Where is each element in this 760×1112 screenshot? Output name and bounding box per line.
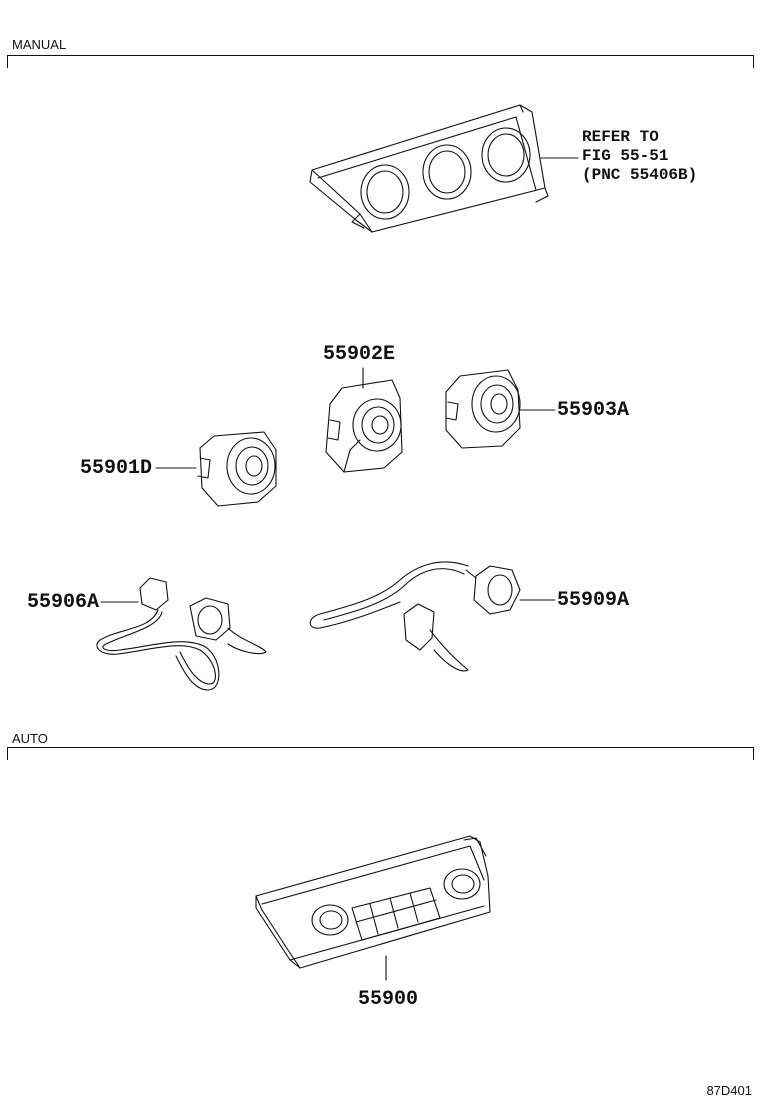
reference-line-2: FIG 55-51 xyxy=(582,147,669,165)
diagram-code: 87D401 xyxy=(706,1083,752,1098)
cable-55906A-illustration xyxy=(97,578,266,690)
knob-55902E-illustration xyxy=(326,380,402,472)
cable-55909A-illustration xyxy=(310,562,520,671)
reference-line-1: REFER TO xyxy=(582,128,659,146)
section-label-auto: AUTO xyxy=(12,731,48,746)
control-panel-55900-illustration xyxy=(256,836,490,968)
section-bracket-manual xyxy=(7,55,754,68)
reference-note: REFER TO FIG 55-51 (PNC 55406B) xyxy=(582,128,697,185)
section-label-manual: MANUAL xyxy=(12,37,67,52)
knob-55903A-illustration xyxy=(446,370,520,448)
section-bracket-auto xyxy=(7,747,754,760)
part-label-55900: 55900 xyxy=(358,988,419,1011)
bezel-panel-illustration xyxy=(310,105,548,232)
part-label-55906A: 55906A xyxy=(27,591,100,614)
knob-55901D-illustration xyxy=(198,432,276,506)
part-label-55901D: 55901D xyxy=(80,457,153,480)
reference-line-3: (PNC 55406B) xyxy=(582,166,698,184)
part-label-55903A: 55903A xyxy=(557,399,630,422)
part-label-55909A: 55909A xyxy=(557,589,630,612)
part-label-55902E: 55902E xyxy=(323,343,396,366)
